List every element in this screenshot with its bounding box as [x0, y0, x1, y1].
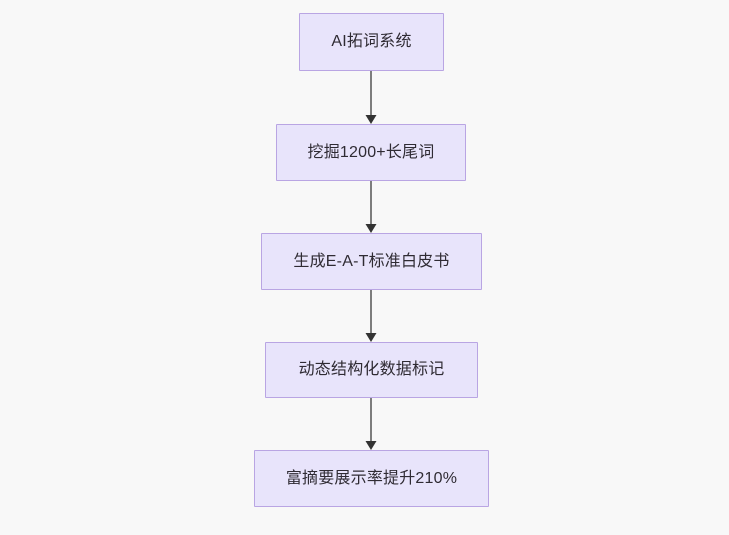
arrowhead-icon [365, 115, 377, 124]
flow-edge-n4-n5 [365, 398, 377, 450]
flow-node-label: 富摘要展示率提升210% [285, 469, 458, 487]
flow-node-ai-keyword-system[interactable]: AI拓词系统 [299, 13, 444, 71]
arrowhead-icon [365, 333, 377, 342]
arrowhead-icon [365, 441, 377, 450]
flow-node-dynamic-structured-data-markup[interactable]: 动态结构化数据标记 [265, 342, 478, 398]
flow-node-label: 生成E-A-T标准白皮书 [293, 252, 450, 270]
flow-node-label: 挖掘1200+长尾词 [307, 143, 435, 161]
flow-node-generate-eat-whitepaper[interactable]: 生成E-A-T标准白皮书 [261, 233, 482, 290]
flow-node-label: 动态结构化数据标记 [298, 361, 445, 379]
flow-edge-n2-n3 [365, 181, 377, 233]
flow-node-rich-snippet-impression-lift[interactable]: 富摘要展示率提升210% [254, 450, 489, 507]
arrowhead-icon [365, 224, 377, 233]
flow-node-mine-longtail-keywords[interactable]: 挖掘1200+长尾词 [276, 124, 466, 181]
flow-edge-n1-n2 [365, 71, 377, 124]
flow-node-label: AI拓词系统 [331, 33, 412, 51]
flow-edge-n3-n4 [365, 290, 377, 342]
